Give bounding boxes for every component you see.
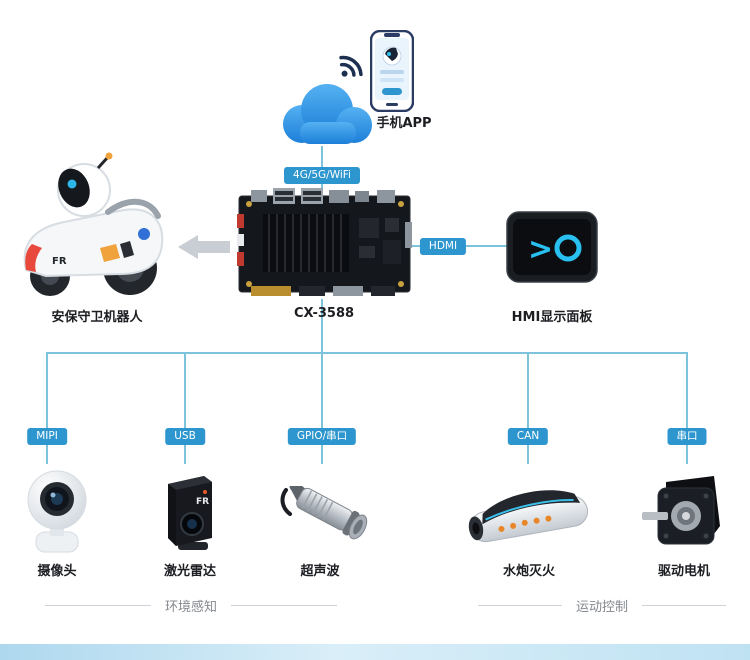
group-label-environment: 环境感知: [165, 600, 218, 615]
hmi-label: HMI显示面板: [511, 310, 593, 325]
cloud-icon: [272, 80, 377, 146]
hmi-screen-glyph: >: [528, 232, 553, 267]
board-label: CX-3588: [293, 306, 355, 321]
bus-badge-can: CAN: [507, 428, 549, 445]
hdmi-badge: HDMI: [419, 238, 467, 255]
left-arrow-icon: [176, 232, 232, 262]
line-drop-can: [527, 352, 529, 464]
line-bus-horizontal: [46, 352, 688, 354]
footer-decorative-bar: [0, 644, 750, 660]
lidar-image: FR: [158, 472, 220, 556]
line-drop-uart: [686, 352, 688, 464]
camera-label: 摄像头: [37, 564, 77, 579]
bus-badge-uart: 串口: [667, 428, 707, 445]
robot-logo-text: FR: [52, 256, 67, 267]
divider-line: [478, 605, 562, 606]
drive-motor-label: 驱动电机: [657, 564, 711, 579]
mobile-app-label: 手机APP: [376, 116, 432, 131]
line-drop-usb: [184, 352, 186, 464]
lidar-logo-text: FR: [196, 497, 209, 507]
divider-line: [45, 605, 151, 606]
line-drop-gpio: [321, 352, 323, 464]
line-drop-mipi: [46, 352, 48, 464]
lidar-label: 激光雷达: [163, 564, 217, 579]
water-cannon-image: [466, 478, 592, 552]
line-board-trunk: [321, 299, 323, 353]
camera-image: [24, 466, 90, 558]
group-label-motion: 运动控制: [576, 600, 629, 615]
smartphone-icon: [370, 30, 414, 112]
divider-line: [231, 605, 338, 606]
drive-motor-image: [642, 468, 726, 552]
cx3588-board-image: [237, 188, 412, 300]
bus-badge-mipi: MIPI: [27, 428, 67, 445]
group-motion-control: 运动控制: [478, 596, 727, 615]
divider-line: [642, 605, 727, 606]
wireless-badge: 4G/5G/WiFi: [284, 167, 360, 184]
ultrasonic-label: 超声波: [300, 564, 340, 579]
robot-label: 安保守卫机器人: [51, 310, 143, 325]
group-environment-sensing: 环境感知: [45, 596, 338, 615]
ultrasonic-image: [276, 486, 368, 550]
hmi-panel-image: >: [506, 211, 598, 283]
security-robot-image: FR: [12, 152, 172, 302]
bus-badge-usb: USB: [165, 428, 205, 445]
wifi-signal-icon: [334, 50, 368, 82]
bus-badge-gpio-uart: GPIO/串口: [287, 428, 357, 445]
water-cannon-label: 水炮灭火: [502, 564, 556, 579]
